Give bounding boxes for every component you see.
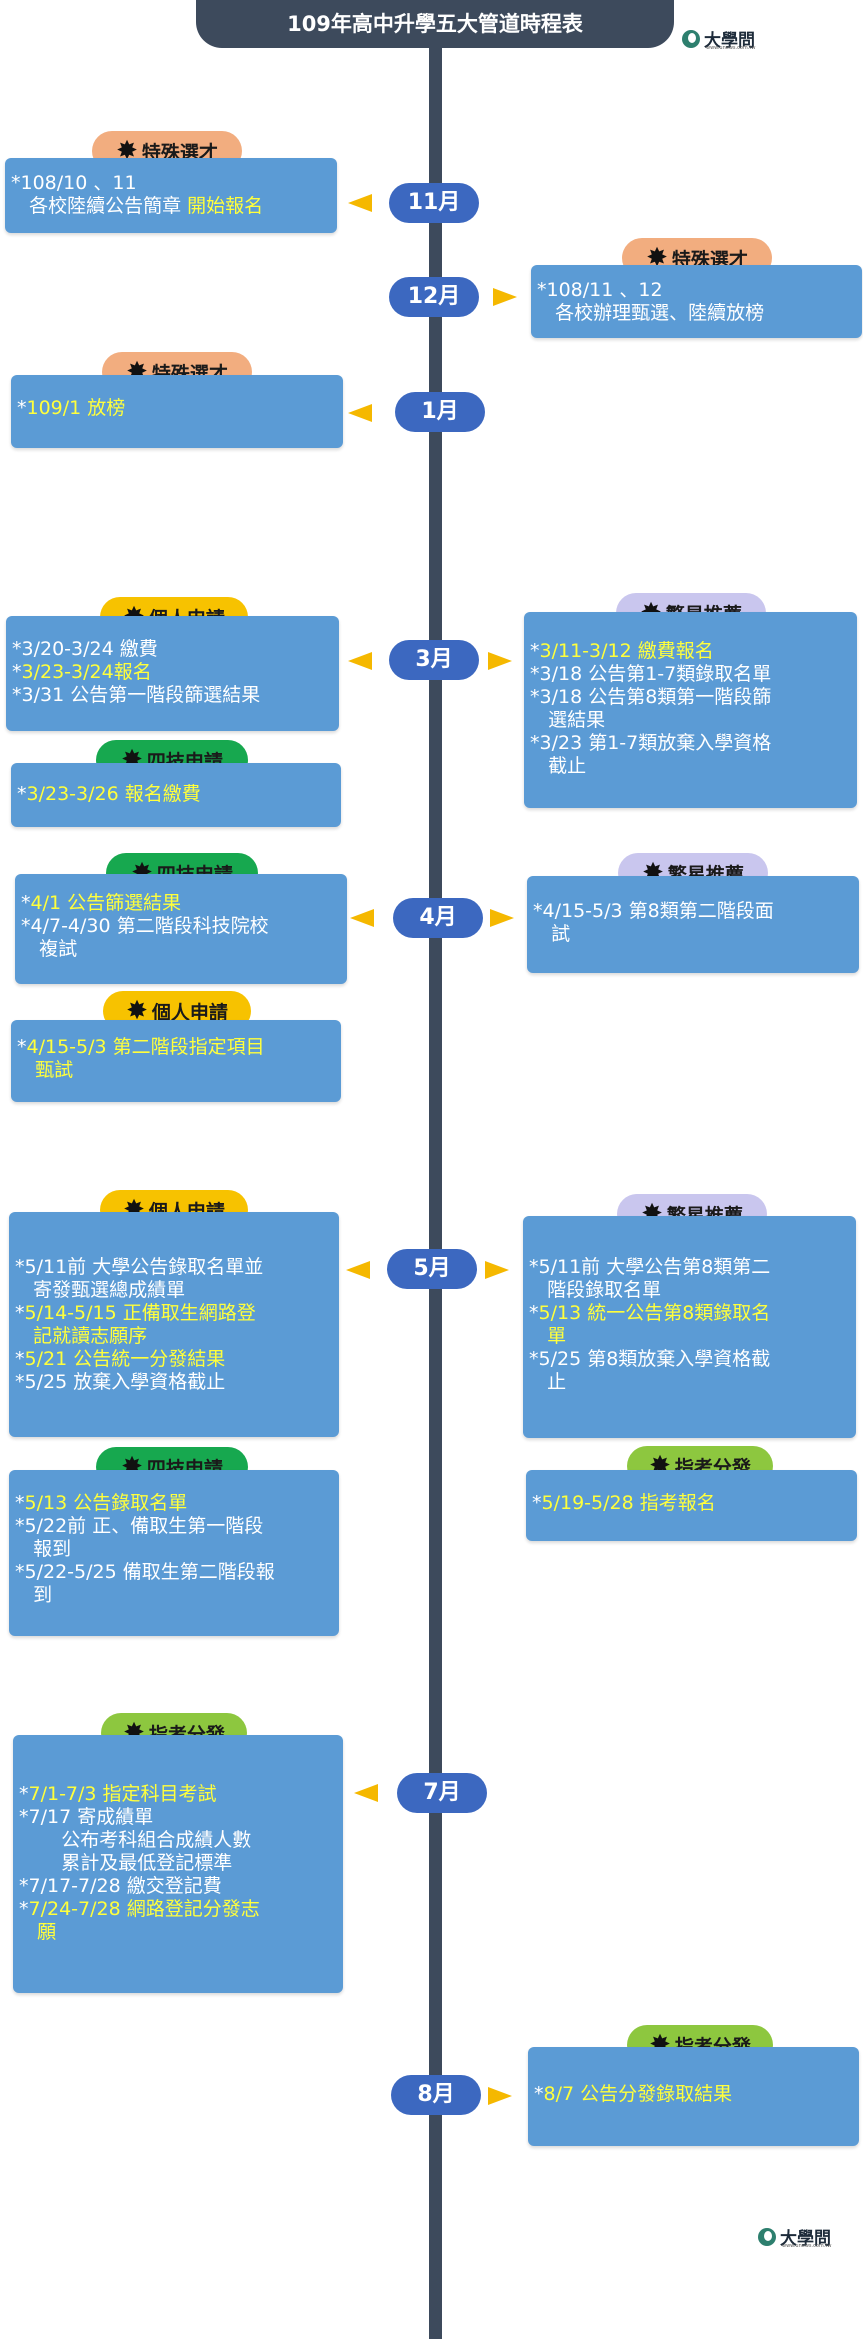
logo-tagline: www.unews.com.tw (706, 45, 756, 51)
event-box-apr-tech: *4/1 公告篩選結果 *4/7-4/30 第二階段科技院校 複試 (15, 874, 347, 984)
arrow-right (485, 1261, 509, 1279)
star-icon: ✸ (646, 243, 668, 273)
logo-circle-icon (758, 2227, 776, 2246)
arrow-left (350, 909, 374, 927)
event-box-mar-star: *3/11-3/12 繳費報名 *3/18 公告第1-7類錄取名單 *3/18 … (524, 612, 857, 808)
arrow-left (348, 194, 372, 212)
star-icon: ✸ (126, 996, 148, 1026)
arrow-left (348, 404, 372, 422)
event-box-mar-personal: *3/20-3/24 繳費 *3/23-3/24報名 *3/31 公告第一階段篩… (6, 616, 339, 731)
month-8: 8月 (391, 2075, 481, 2115)
logo-text: 大學問 (704, 31, 755, 51)
event-box-apr-personal: *4/15-5/3 第二階段指定項目 甄試 (11, 1020, 341, 1102)
arrow-right (488, 652, 512, 670)
event-box-jan-special: *109/1 放榜 (11, 375, 343, 448)
month-5: 5月 (387, 1249, 477, 1289)
event-box-nov-special: *108/10 、11 各校陸續公告簡章 開始報名 (5, 158, 337, 233)
arrow-left (348, 652, 372, 670)
arrow-right (493, 288, 517, 306)
event-box-may-personal: *5/11前 大學公告錄取名單並 寄發甄選總成績單 *5/14-5/15 正備取… (9, 1212, 339, 1437)
event-box-dec-special: *108/11 、12 各校辦理甄選、陸續放榜 (531, 265, 862, 338)
logo-tagline: www.unews.com.tw (782, 2243, 832, 2249)
page-title: 109年高中升學五大管道時程表 (196, 0, 674, 48)
arrow-right (490, 909, 514, 927)
logo-top: 大學問 www.unews.com.tw (682, 26, 755, 51)
logo-circle-icon (682, 29, 700, 48)
month-11: 11月 (389, 183, 479, 223)
event-box-apr-star: *4/15-5/3 第8類第二階段面 試 (527, 876, 859, 973)
event-box-may-exam: *5/19-5/28 指考報名 (526, 1470, 857, 1541)
event-box-may-star: *5/11前 大學公告第8類第二 階段錄取名單 *5/13 統一公告第8類錄取名… (523, 1216, 856, 1438)
month-4: 4月 (393, 898, 483, 938)
timeline-spine (429, 40, 442, 2339)
month-3: 3月 (389, 640, 479, 680)
month-1: 1月 (395, 392, 485, 432)
logo-text: 大學問 (780, 2229, 831, 2249)
month-7: 7月 (397, 1773, 487, 1813)
event-box-may-tech: *5/13 公告錄取名單 *5/22前 正、備取生第一階段 報到 *5/22-5… (9, 1470, 339, 1636)
event-box-mar-tech: *3/23-3/26 報名繳費 (11, 763, 341, 827)
logo-bottom: 大學問 www.unews.com.tw (758, 2224, 831, 2249)
star-icon: ✸ (116, 136, 138, 166)
arrow-left (354, 1784, 378, 1802)
arrow-left (346, 1261, 370, 1279)
month-12: 12月 (389, 277, 479, 317)
event-box-jul-exam: *7/1-7/3 指定科目考試 *7/17 寄成績單 公布考科組合成績人數 累計… (13, 1735, 343, 1993)
arrow-right (488, 2087, 512, 2105)
event-box-aug-exam: *8/7 公告分發錄取結果 (528, 2047, 859, 2146)
